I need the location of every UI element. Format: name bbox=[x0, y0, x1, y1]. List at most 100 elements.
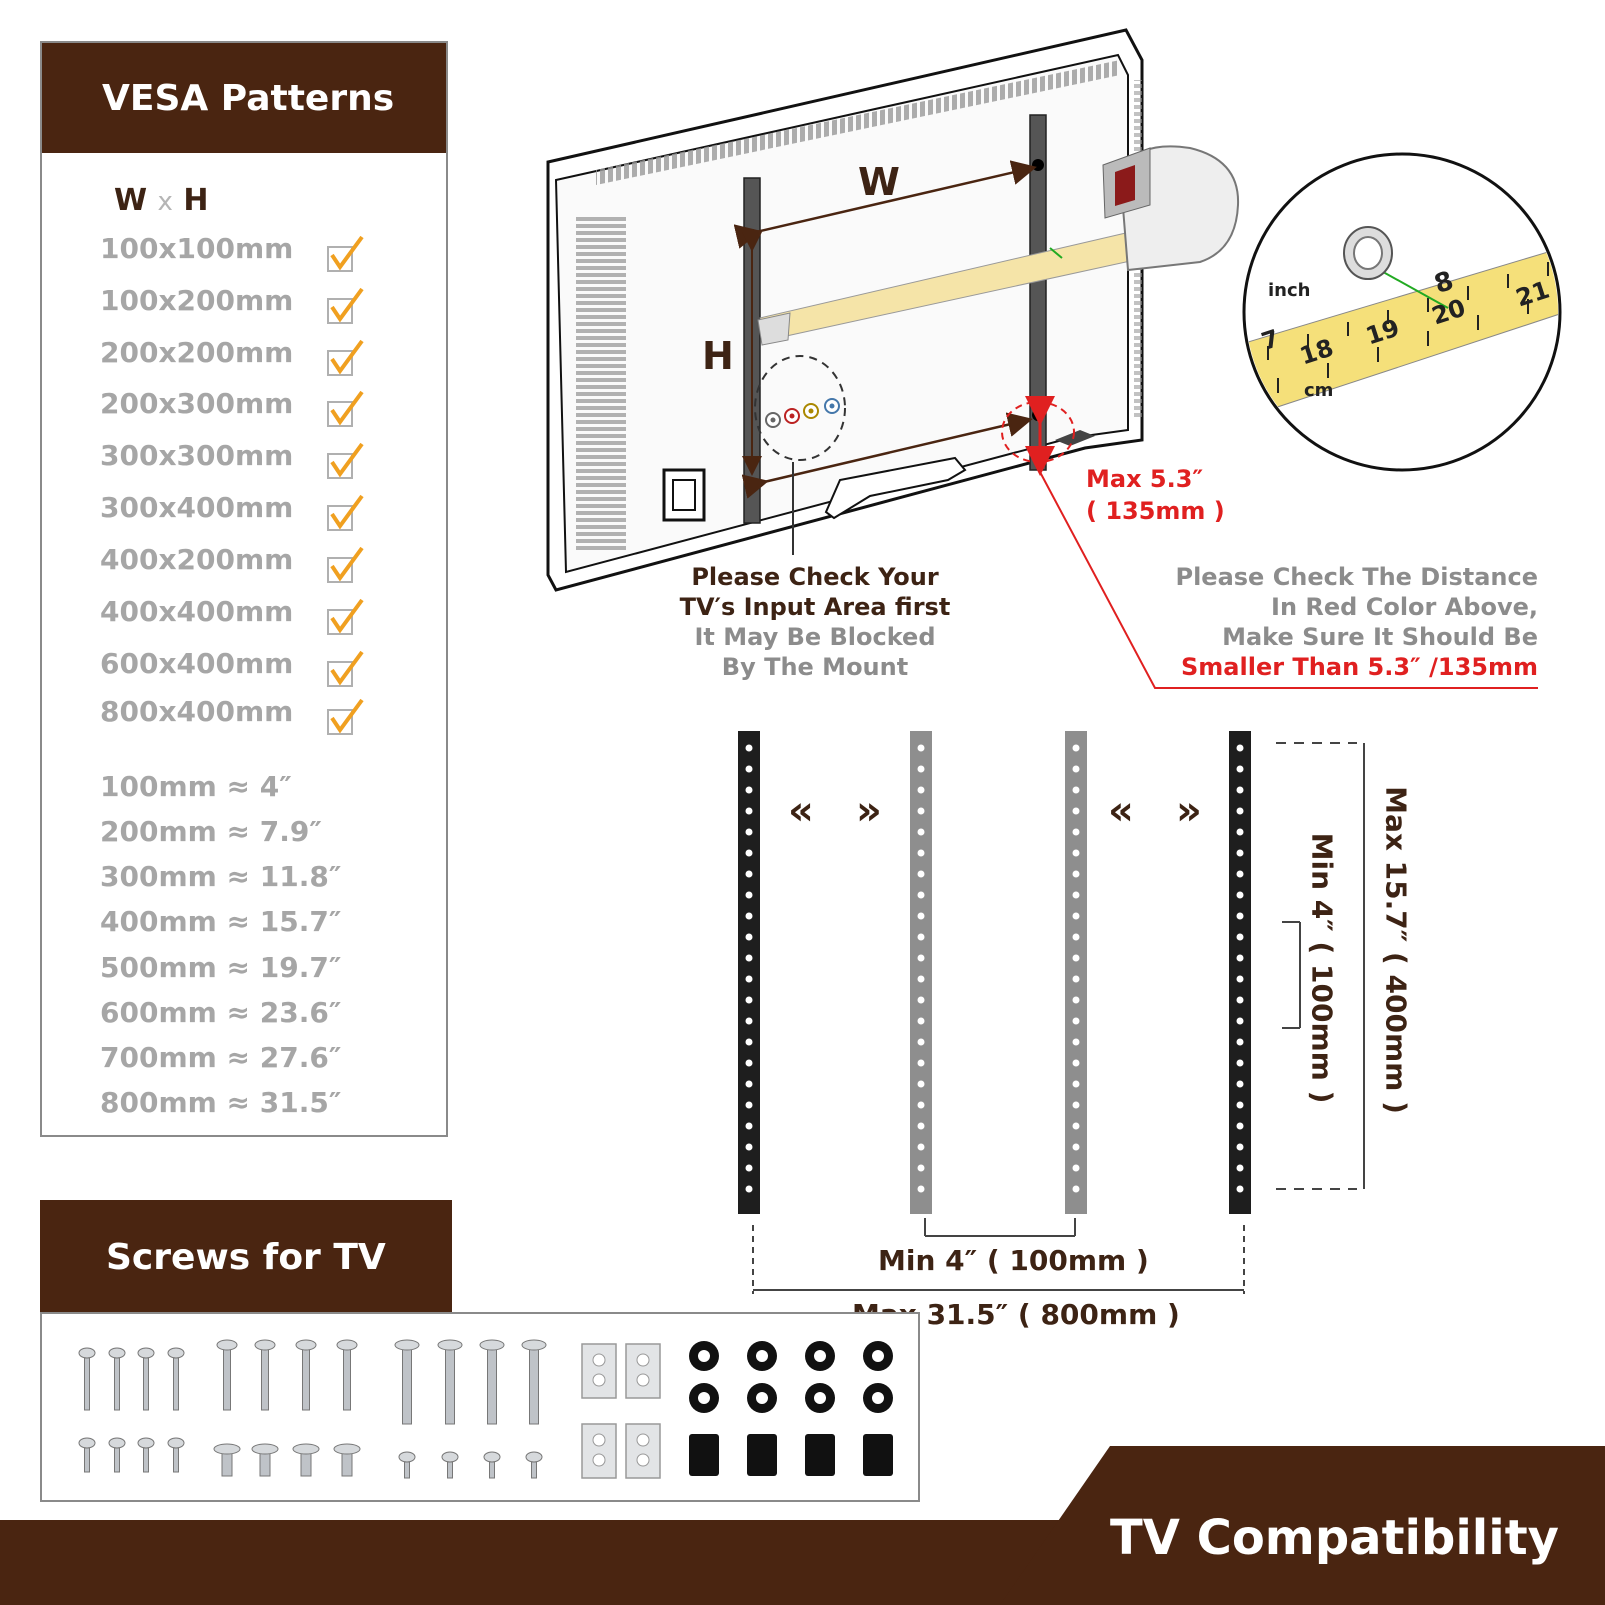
vesa-pattern-label: 400x200mm bbox=[100, 543, 294, 576]
vesa-pattern-row: 200x300mm bbox=[100, 384, 364, 427]
checkbox-checked-icon bbox=[326, 650, 366, 687]
distance-note-line: Smaller Than 5.3″ /135mm bbox=[1181, 653, 1538, 681]
mount-bracket-rail bbox=[1065, 731, 1087, 1214]
vesa-pattern-row: 300x300mm bbox=[100, 436, 364, 479]
screw-small bbox=[84, 1353, 90, 1411]
h-dimension-label: H bbox=[702, 334, 734, 378]
screws-illustration bbox=[78, 1339, 893, 1479]
washer-plate bbox=[581, 1343, 617, 1399]
vesa-pattern-row: 300x400mm bbox=[100, 488, 364, 531]
conversion-row: 200mm ≈ 7.9″ bbox=[100, 815, 322, 848]
vesa-pattern-label: 200x300mm bbox=[100, 387, 294, 420]
input-area-circle bbox=[754, 355, 846, 461]
input-note-line: Please Check Your bbox=[691, 563, 939, 591]
checkbox-checked-icon bbox=[326, 235, 366, 272]
wxh-label: W x H bbox=[114, 183, 209, 218]
vesa-pattern-label: 200x200mm bbox=[100, 336, 294, 369]
cm-label: cm bbox=[1304, 380, 1334, 401]
mount-bracket-rail bbox=[910, 731, 932, 1214]
conversion-row: 100mm ≈ 4″ bbox=[100, 770, 292, 803]
screws-panel bbox=[40, 1312, 920, 1502]
footer-tab bbox=[1000, 1446, 1605, 1605]
spacer bbox=[863, 1434, 893, 1476]
vesa-patterns-panel: VESA Patterns W x H 100x100mm 100x200mm 20… bbox=[40, 41, 448, 1137]
arrow-right-icon: » bbox=[1176, 788, 1202, 834]
conversion-row: 500mm ≈ 19.7″ bbox=[100, 951, 342, 984]
max-height-label: Max 15.7″ ( 400mm ) bbox=[1379, 786, 1413, 1114]
min-width-label: Min 4″ ( 100mm ) bbox=[878, 1244, 1149, 1277]
conversion-row: 600mm ≈ 23.6″ bbox=[100, 996, 342, 1029]
arrow-right-icon: » bbox=[856, 788, 882, 834]
tape-measure-inset bbox=[1242, 152, 1562, 472]
x-label: x bbox=[157, 187, 173, 217]
checkbox-checked-icon bbox=[326, 546, 366, 583]
spacer bbox=[805, 1434, 835, 1476]
screws-panel-title: Screws for TV bbox=[40, 1200, 452, 1314]
vesa-pattern-label: 600x400mm bbox=[100, 647, 294, 680]
screw-long bbox=[487, 1345, 497, 1425]
distance-leader bbox=[1039, 471, 1538, 689]
footer-title: TV Compatibility bbox=[1110, 1510, 1559, 1566]
distance-note-line: Please Check The Distance bbox=[1175, 563, 1538, 591]
conversion-row: 300mm ≈ 11.8″ bbox=[100, 860, 342, 893]
vesa-pattern-label: 400x400mm bbox=[100, 595, 294, 628]
vesa-pattern-label: 300x300mm bbox=[100, 439, 294, 472]
distance-note: Please Check The Distance In Red Color A… bbox=[1150, 562, 1538, 682]
vesa-pattern-row: 100x200mm bbox=[100, 281, 364, 324]
vesa-pattern-label: 100x200mm bbox=[100, 284, 294, 317]
screw-medium bbox=[302, 1345, 310, 1411]
conversion-row: 400mm ≈ 15.7″ bbox=[100, 905, 342, 938]
max-distance-label: Max 5.3″ bbox=[1086, 465, 1204, 493]
arrow-left-icon: « bbox=[1108, 788, 1134, 834]
checkbox-checked-icon bbox=[326, 390, 366, 427]
vesa-pattern-row: 600x400mm bbox=[100, 644, 364, 687]
spacer bbox=[747, 1434, 777, 1476]
distance-note-line: In Red Color Above, bbox=[1271, 593, 1538, 621]
w-label: W bbox=[114, 183, 148, 218]
checkbox-checked-icon bbox=[326, 598, 366, 635]
av-input-ports bbox=[765, 398, 840, 428]
vesa-panel-title: VESA Patterns bbox=[42, 43, 446, 153]
vesa-pattern-label: 100x100mm bbox=[100, 232, 294, 265]
input-area-note: Please Check Your TV′s Input Area first … bbox=[670, 562, 960, 682]
input-note-line: TV′s Input Area first bbox=[679, 593, 951, 621]
screw-medium bbox=[343, 1345, 351, 1411]
screw-small bbox=[173, 1353, 179, 1411]
screw-small bbox=[143, 1353, 149, 1411]
input-note-line: It May Be Blocked bbox=[694, 623, 936, 651]
h-label: H bbox=[183, 183, 209, 218]
conversion-row: 700mm ≈ 27.6″ bbox=[100, 1041, 342, 1074]
vesa-pattern-row: 800x400mm bbox=[100, 692, 364, 735]
mount-bracket-rail bbox=[1229, 731, 1251, 1214]
w-arrow-bottom bbox=[741, 412, 1033, 499]
checkbox-checked-icon bbox=[326, 339, 366, 376]
distance-note-line: Make Sure It Should Be bbox=[1222, 623, 1538, 651]
conversion-row: 800mm ≈ 31.5″ bbox=[100, 1086, 342, 1119]
min-height-label: Min 4″ ( 100mm ) bbox=[1305, 832, 1339, 1104]
washer-plate bbox=[625, 1343, 661, 1399]
vesa-pattern-row: 100x100mm bbox=[100, 229, 364, 272]
vesa-pattern-row: 200x200mm bbox=[100, 333, 364, 376]
vesa-pattern-label: 800x400mm bbox=[100, 695, 294, 728]
vesa-pattern-label: 300x400mm bbox=[100, 491, 294, 524]
spacer bbox=[689, 1434, 719, 1476]
max-distance-mm-label: ( 135mm ) bbox=[1086, 497, 1225, 525]
screw-long bbox=[402, 1345, 412, 1425]
washer-plate bbox=[625, 1423, 661, 1479]
screw-medium bbox=[223, 1345, 231, 1411]
screw-small bbox=[114, 1353, 120, 1411]
input-note-line: By The Mount bbox=[721, 653, 909, 681]
checkbox-checked-icon bbox=[326, 287, 366, 324]
arrow-left-icon: « bbox=[788, 788, 814, 834]
screw-medium bbox=[261, 1345, 269, 1411]
screw-long bbox=[445, 1345, 455, 1425]
screw-long bbox=[529, 1345, 539, 1425]
checkbox-checked-icon bbox=[326, 698, 366, 735]
w-arrow bbox=[733, 160, 1037, 249]
vesa-pattern-row: 400x400mm bbox=[100, 592, 364, 635]
mount-bracket-rail bbox=[738, 731, 760, 1214]
checkbox-checked-icon bbox=[326, 442, 366, 479]
vesa-pattern-row: 400x200mm bbox=[100, 540, 364, 583]
